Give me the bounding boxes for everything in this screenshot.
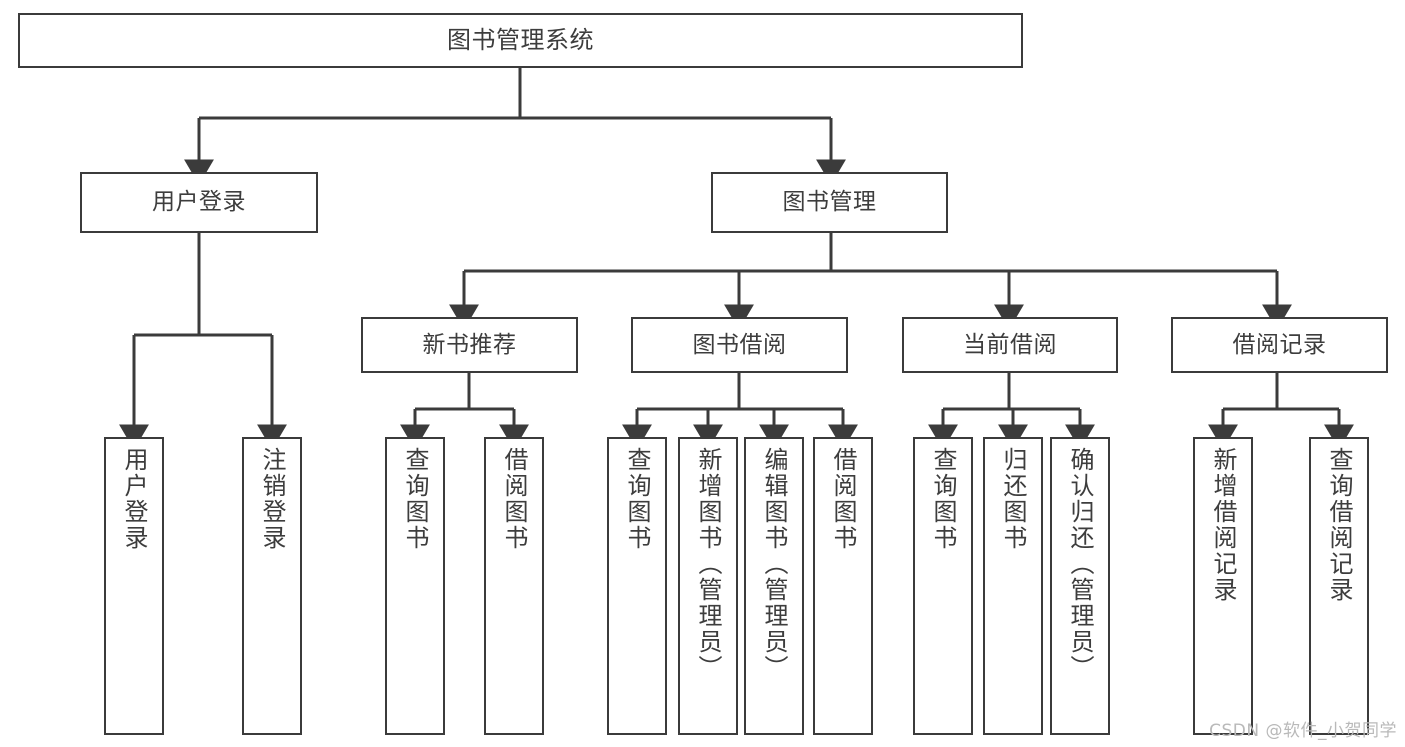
node-user-login[interactable]: 用户登录 (80, 172, 318, 233)
leaf-logout[interactable]: 注销登录 (242, 437, 302, 735)
node-label: 新增图书（管理员） (694, 447, 722, 681)
leaf-borrow-book-new[interactable]: 借阅图书 (484, 437, 544, 735)
node-current-borrow[interactable]: 当前借阅 (902, 317, 1118, 373)
leaf-query-borrow-record[interactable]: 查询借阅记录 (1309, 437, 1369, 735)
node-label: 注销登录 (258, 447, 286, 551)
node-label: 确认归还（管理员） (1066, 447, 1094, 681)
node-label: 查询图书 (623, 447, 651, 551)
node-label: 新增借阅记录 (1209, 447, 1237, 603)
node-label: 图书借阅 (692, 331, 787, 358)
leaf-add-book-admin[interactable]: 新增图书（管理员） (678, 437, 738, 735)
node-label: 查询图书 (401, 447, 429, 551)
node-book-borrow[interactable]: 图书借阅 (631, 317, 848, 373)
node-borrow-record[interactable]: 借阅记录 (1171, 317, 1388, 373)
watermark-text: CSDN @软件_小贺同学 (1209, 721, 1397, 741)
node-label: 查询图书 (929, 447, 957, 551)
leaf-query-book-borrow[interactable]: 查询图书 (607, 437, 667, 735)
node-label: 编辑图书（管理员） (760, 447, 788, 681)
node-label: 图书管理系统 (447, 25, 594, 54)
leaf-query-book-current[interactable]: 查询图书 (913, 437, 973, 735)
node-new-book-recommend[interactable]: 新书推荐 (361, 317, 578, 373)
node-label: 新书推荐 (422, 331, 517, 358)
leaf-user-login[interactable]: 用户登录 (104, 437, 164, 735)
node-label: 借阅记录 (1232, 331, 1327, 358)
node-label: 查询借阅记录 (1325, 447, 1353, 603)
leaf-confirm-return-admin[interactable]: 确认归还（管理员） (1050, 437, 1110, 735)
node-root[interactable]: 图书管理系统 (18, 13, 1023, 68)
leaf-edit-book-admin[interactable]: 编辑图书（管理员） (744, 437, 804, 735)
node-label: 用户登录 (152, 189, 246, 216)
node-label: 图书管理 (782, 189, 877, 216)
leaf-add-borrow-record[interactable]: 新增借阅记录 (1193, 437, 1253, 735)
node-label: 借阅图书 (829, 447, 857, 551)
leaf-query-book-new[interactable]: 查询图书 (385, 437, 445, 735)
node-label: 当前借阅 (963, 331, 1057, 358)
leaf-return-book[interactable]: 归还图书 (983, 437, 1043, 735)
node-label: 归还图书 (999, 447, 1027, 551)
node-label: 借阅图书 (500, 447, 528, 551)
node-label: 用户登录 (120, 447, 148, 551)
node-book-management[interactable]: 图书管理 (711, 172, 948, 233)
leaf-borrow-book[interactable]: 借阅图书 (813, 437, 873, 735)
